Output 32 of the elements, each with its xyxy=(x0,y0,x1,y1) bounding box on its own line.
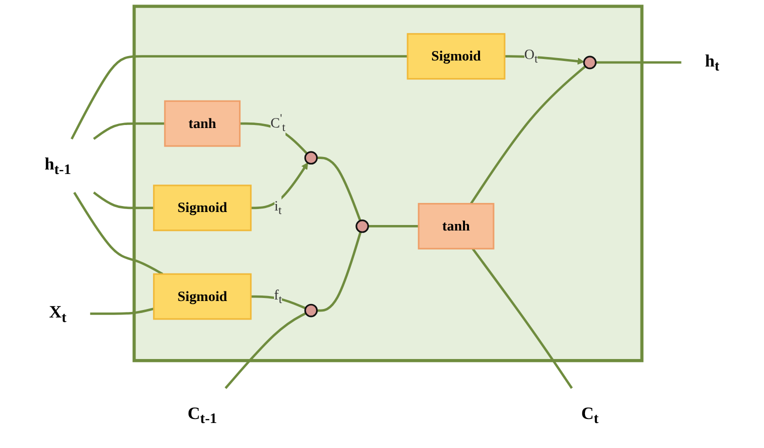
node-text: h$_{t-1}$ xyxy=(44,154,72,178)
edge-label: f$_{t}$ xyxy=(274,286,282,306)
node-circle xyxy=(304,151,318,165)
node-box: tanh xyxy=(418,202,494,250)
node-text: X$_{t}$ xyxy=(49,302,67,326)
node-box: tanh xyxy=(164,100,241,147)
connector xyxy=(316,232,362,312)
connector xyxy=(70,55,408,140)
cluster xyxy=(132,4,644,362)
node-circle xyxy=(583,56,597,70)
connector xyxy=(472,248,573,389)
connector xyxy=(368,225,419,228)
arrow xyxy=(250,162,308,210)
edge-label: i$_{t}$ xyxy=(274,198,282,218)
connector xyxy=(224,312,306,389)
connector xyxy=(73,192,164,276)
connector xyxy=(596,61,682,64)
connector xyxy=(90,308,154,315)
edge-label: O$_{t}$ xyxy=(524,46,538,66)
node-text: h$_{t}$ xyxy=(704,50,720,74)
node-text: C$_{t-1}$ xyxy=(188,403,218,426)
connector xyxy=(93,122,165,140)
connector xyxy=(470,65,586,204)
connector xyxy=(316,156,362,222)
connector xyxy=(250,295,306,310)
node-box: Sigmoid xyxy=(406,33,506,80)
node-box: Sigmoid xyxy=(153,184,252,232)
node-circle xyxy=(304,304,318,318)
node-circle xyxy=(356,220,369,233)
node-text: C$_{t}$ xyxy=(581,403,599,426)
node-box: Sigmoid xyxy=(153,273,252,320)
connector xyxy=(93,192,154,210)
